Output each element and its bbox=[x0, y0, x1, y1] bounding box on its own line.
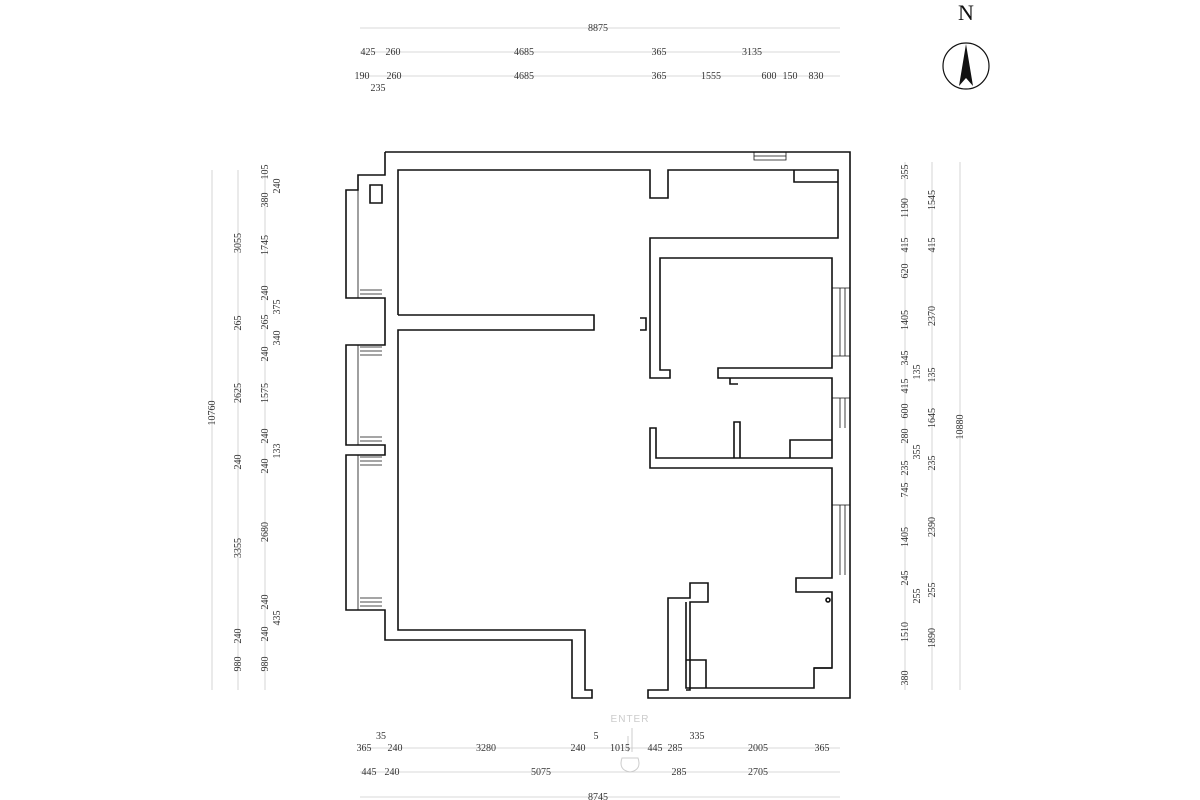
dimension-label-top-row1: 3135 bbox=[742, 47, 762, 58]
dimension-label-right-inner: 355 bbox=[912, 445, 923, 460]
dimension-label-left-inner: 105 bbox=[260, 165, 271, 180]
dimension-label-left-outer: 3355 bbox=[233, 538, 244, 558]
dimension-label-right-inner: 600 bbox=[900, 404, 911, 419]
north-label: N bbox=[958, 0, 974, 25]
dimension-label-right-outer: 1545 bbox=[927, 190, 938, 210]
dimension-label-bottom-row1: 240 bbox=[571, 743, 586, 754]
dimension-label-right-inner: 355 bbox=[900, 165, 911, 180]
dimension-label-bottom-row2: 5075 bbox=[531, 767, 551, 778]
dimension-label-bottom-row2: 445 bbox=[362, 767, 377, 778]
dimension-label-left-inner: 240 bbox=[260, 347, 271, 362]
dimension-label-top-row2: 150 bbox=[783, 71, 798, 82]
dimension-label-top-row1: 4685 bbox=[514, 47, 534, 58]
dimension-label-top-row2: 600 bbox=[762, 71, 777, 82]
dimension-label-right-inner: 745 bbox=[900, 483, 911, 498]
dimension-label-right-inner: 135 bbox=[912, 365, 923, 380]
dimension-label-right-inner: 345 bbox=[900, 351, 911, 366]
dimension-label-bottom-row2: 2705 bbox=[748, 767, 768, 778]
dimension-label-left-inner: 980 bbox=[260, 657, 271, 672]
dimension-label-left-inner: 240 bbox=[260, 429, 271, 444]
dimension-label-bottom-row2: 285 bbox=[672, 767, 687, 778]
dimension-label-left-inner: 1575 bbox=[260, 383, 271, 403]
windows bbox=[357, 152, 850, 610]
dimension-label-bottom-row2: 240 bbox=[385, 767, 400, 778]
dimension-label-bottom-row1: 365 bbox=[815, 743, 830, 754]
dimension-label-left-inner: 265 bbox=[260, 315, 271, 330]
dimension-label-left-total: 10760 bbox=[207, 401, 218, 426]
dimension-label-bottom-total: 8745 bbox=[588, 792, 608, 800]
dimension-label-right-outer: 1890 bbox=[927, 628, 938, 648]
entrance-marker: ENTER bbox=[611, 714, 650, 773]
dimension-label-left-inner: 340 bbox=[272, 331, 283, 346]
dimension-label-left-inner: 240 bbox=[260, 595, 271, 610]
dimension-label-right-inner: 1405 bbox=[900, 310, 911, 330]
dimension-label-bottom-row1: 445 bbox=[648, 743, 663, 754]
dimension-label-bottom-row1: 240 bbox=[388, 743, 403, 754]
dimension-label-bottom-row1: 2005 bbox=[748, 743, 768, 754]
dimension-label-bottom-row1: 285 bbox=[668, 743, 683, 754]
dimension-label-top-row1: 365 bbox=[652, 47, 667, 58]
dimension-label-left-outer: 3055 bbox=[233, 233, 244, 253]
dimension-label-left-inner: 2680 bbox=[260, 522, 271, 542]
dimension-label-bottom-row1: 335 bbox=[690, 731, 705, 742]
dimension-label-right-outer: 2390 bbox=[927, 517, 938, 537]
dimension-label-bottom-row1: 1015 bbox=[610, 743, 630, 754]
dimension-label-right-outer: 2370 bbox=[927, 306, 938, 326]
dimension-label-left-inner: 380 bbox=[260, 193, 271, 208]
dimension-label-left-inner: 240 bbox=[260, 286, 271, 301]
dimension-label-left-inner: 240 bbox=[260, 627, 271, 642]
dimension-label-right-inner: 1190 bbox=[900, 198, 911, 218]
dimension-label-right-outer: 1645 bbox=[927, 408, 938, 428]
dimension-label-top-row2: 190 bbox=[355, 71, 370, 82]
dimension-label-left-inner: 133 bbox=[272, 444, 283, 459]
dimension-label-left-inner: 1745 bbox=[260, 235, 271, 255]
dimension-label-bottom-row1: 3280 bbox=[476, 743, 496, 754]
compass-circle bbox=[942, 42, 990, 90]
dimension-label-right-inner: 415 bbox=[900, 379, 911, 394]
walls bbox=[345, 151, 851, 699]
compass-arrow-icon bbox=[959, 44, 973, 86]
dimension-label-top-row2: 260 bbox=[387, 71, 402, 82]
dimension-label-right-inner: 245 bbox=[900, 571, 911, 586]
dimension-label-top-total: 8875 bbox=[588, 23, 608, 34]
dimension-label-top-row2: 830 bbox=[809, 71, 824, 82]
dimension-label-top-row1: 260 bbox=[386, 47, 401, 58]
dimension-lines bbox=[211, 27, 961, 798]
dimension-label-left-outer: 240 bbox=[233, 455, 244, 470]
dimension-label-right-inner: 255 bbox=[912, 589, 923, 604]
dimension-label-top-row2: 4685 bbox=[514, 71, 534, 82]
dimension-label-bottom-row1: 5 bbox=[594, 731, 599, 742]
dimension-label-left-outer: 2625 bbox=[233, 383, 244, 403]
dimension-label-right-inner: 235 bbox=[900, 461, 911, 476]
dimension-label-bottom-row1: 365 bbox=[357, 743, 372, 754]
dimension-label-right-inner: 620 bbox=[900, 264, 911, 279]
dimension-label-right-outer: 135 bbox=[927, 368, 938, 383]
dimension-label-top-row2: 235 bbox=[371, 83, 386, 94]
dimension-label-top-row2: 1555 bbox=[701, 71, 721, 82]
dimension-label-right-outer: 235 bbox=[927, 456, 938, 471]
dimension-label-left-inner: 240 bbox=[260, 459, 271, 474]
dimension-label-bottom-row1: 35 bbox=[376, 731, 386, 742]
dimension-label-right-inner: 1510 bbox=[900, 622, 911, 642]
dimension-label-right-outer: 415 bbox=[927, 238, 938, 253]
dimension-label-top-row2: 365 bbox=[652, 71, 667, 82]
north-compass: N bbox=[942, 0, 990, 90]
dimension-label-top-row1: 425 bbox=[361, 47, 376, 58]
entrance-label: ENTER bbox=[611, 714, 650, 725]
dimension-label-left-inner: 240 bbox=[272, 179, 283, 194]
dimension-label-left-outer: 240 bbox=[233, 629, 244, 644]
dimension-label-right-inner: 415 bbox=[900, 238, 911, 253]
dimension-label-right-outer: 255 bbox=[927, 583, 938, 598]
dimension-label-left-inner: 435 bbox=[272, 611, 283, 626]
dimension-label-left-outer: 265 bbox=[233, 316, 244, 331]
dimension-label-right-inner: 1405 bbox=[900, 527, 911, 547]
dimension-label-left-outer: 980 bbox=[233, 657, 244, 672]
dimension-label-right-inner: 280 bbox=[900, 429, 911, 444]
dimension-label-right-inner: 380 bbox=[900, 671, 911, 686]
dimension-label-right-total: 10880 bbox=[955, 415, 966, 440]
dimension-label-left-inner: 375 bbox=[272, 300, 283, 315]
